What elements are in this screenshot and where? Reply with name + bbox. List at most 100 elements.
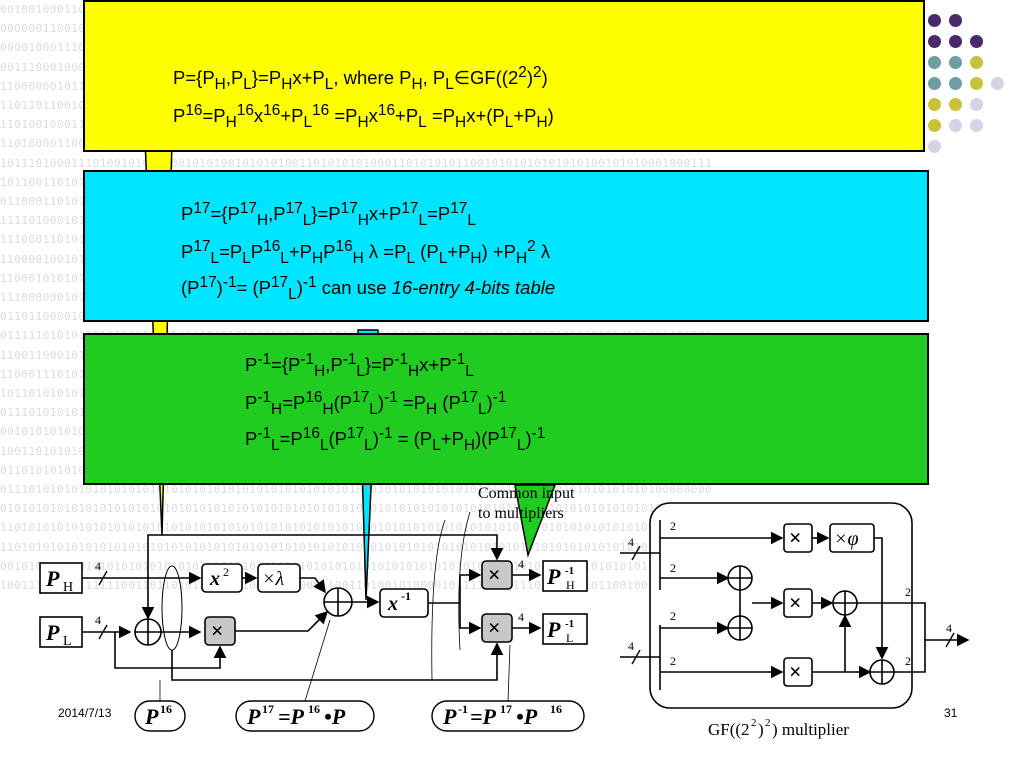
callout-cyan: P17={P17H,P17L}=P17Hx+P17L=P17L P17L=PLP…: [83, 170, 929, 322]
yellow-line-2: P16=PH16x16+PL16 =PHx16+PL =PHx+(PL+PH): [173, 102, 554, 131]
callout-yellow: P={PH,PL}=PHx+PL, where PH, PL∈GF((22)2)…: [83, 0, 925, 152]
footer-date: 2014/7/13: [58, 706, 112, 720]
svg-text:2: 2: [223, 565, 229, 579]
decorative-dot: [949, 56, 962, 69]
decorative-dot: [949, 35, 962, 48]
decorative-dot: [970, 56, 983, 69]
label-p16: P 16: [134, 700, 186, 732]
page-number: 31: [944, 706, 958, 720]
svg-text:16: 16: [308, 702, 320, 716]
green-line-2: P-1H=P16H(P17L)-1 =PH (P17L)-1: [245, 389, 507, 418]
svg-text:×: ×: [488, 562, 501, 587]
label-p17-equation: P 17 =P 16 •P: [235, 700, 375, 732]
gf-multiplier-diagram: 4 4 2 2 2 2 × × × ×φ: [620, 502, 970, 739]
bus-width-ph: 4: [95, 559, 101, 573]
svg-text:P: P: [442, 704, 457, 729]
svg-text:4: 4: [946, 621, 952, 635]
green-callout-pointer: [514, 484, 557, 558]
svg-text:P: P: [546, 617, 561, 642]
decorative-dot-grid: [928, 14, 1018, 164]
output-pil-box: P -1 L: [542, 613, 588, 645]
input-ph-box: P H: [39, 562, 83, 595]
svg-text:2: 2: [670, 654, 676, 668]
output-pih-box: P -1 H: [542, 560, 588, 592]
common-input-label-2: to multipliers: [478, 505, 564, 522]
binary-row: 1011101000111010010101010010101001010101…: [0, 156, 713, 170]
decorative-dot: [949, 119, 962, 132]
input-pl-label: P: [45, 620, 60, 645]
decorative-dot: [970, 77, 983, 90]
binary-row: 1001111000011111100110110101111000100001…: [0, 579, 691, 593]
svg-text:2: 2: [670, 609, 676, 623]
green-line-1: P-1={P-1H,P-1L}=P-1Hx+P-1L: [245, 351, 474, 380]
svg-text:16: 16: [160, 702, 172, 716]
xor-center-adder: [323, 587, 353, 617]
svg-text:=P: =P: [278, 704, 305, 729]
decorative-dot: [991, 77, 1004, 90]
yellow-line-1: P={PH,PL}=PHx+PL, where PH, PL∈GF((22)2): [173, 64, 548, 93]
lambda-scale-block: ×λ: [257, 563, 301, 593]
svg-text:P: P: [546, 564, 561, 589]
svg-text:H: H: [566, 578, 575, 592]
svg-text:×φ: ×φ: [834, 528, 859, 550]
svg-text:): ): [758, 720, 764, 739]
decorative-dot: [928, 140, 941, 153]
cyan-line-3: (P17)-1= (P17L)-1 can use 16-entry 4-bit…: [181, 274, 556, 303]
svg-text:4: 4: [518, 557, 524, 571]
svg-text:P: P: [144, 704, 159, 729]
multiplier-block-out-l: ×: [481, 613, 513, 643]
svg-text:•P: •P: [516, 704, 538, 729]
svg-text:) multiplier: ) multiplier: [772, 720, 849, 739]
decorative-dot: [928, 14, 941, 27]
svg-text:×: ×: [789, 659, 802, 684]
svg-text:P: P: [246, 704, 261, 729]
svg-text:2: 2: [905, 585, 911, 599]
svg-text:×: ×: [789, 525, 802, 550]
decorative-dot: [928, 98, 941, 111]
svg-text:•P: •P: [324, 704, 346, 729]
svg-text:-1: -1: [565, 565, 574, 577]
multiplier-block-out-h: ×: [481, 560, 513, 590]
svg-text:x: x: [387, 593, 398, 615]
input-pl-sub: L: [63, 634, 72, 649]
decorative-dot: [949, 14, 962, 27]
bus-width-pl: 4: [95, 613, 101, 627]
input-pl-box: P L: [39, 616, 83, 649]
svg-text:×: ×: [211, 618, 224, 643]
svg-text:16: 16: [550, 702, 562, 716]
svg-text:×λ: ×λ: [262, 568, 284, 590]
decorative-dot: [928, 119, 941, 132]
svg-text:17: 17: [262, 702, 274, 716]
decorative-dot: [970, 35, 983, 48]
square-block: x 2: [201, 563, 243, 593]
input-ph-label: P: [45, 566, 60, 591]
svg-text:17: 17: [500, 702, 512, 716]
decorative-dot: [928, 35, 941, 48]
svg-text:L: L: [566, 631, 573, 645]
svg-text:-1: -1: [458, 702, 468, 716]
cyan-line-2: P17L=PLP16L+PHP16H λ =PL (PL+PH) +PH2 λ: [181, 238, 551, 267]
xor-input-adder: [134, 618, 162, 646]
svg-text:4: 4: [628, 535, 634, 549]
common-input-label-1: Common input: [478, 485, 575, 502]
svg-text:x: x: [209, 568, 220, 590]
gf-multiplier-title: GF((2: [708, 720, 750, 739]
svg-text:2: 2: [905, 654, 911, 668]
callout-green: P-1={P-1H,P-1L}=P-1Hx+P-1L P-1H=P16H(P17…: [83, 333, 929, 485]
cyan-line-1: P17={P17H,P17L}=P17Hx+P17L=P17L: [181, 200, 476, 229]
svg-text:=P: =P: [470, 704, 497, 729]
svg-text:2: 2: [670, 561, 676, 575]
decorative-dot: [949, 98, 962, 111]
svg-text:-1: -1: [565, 618, 574, 630]
svg-text:4: 4: [628, 639, 634, 653]
svg-text:2: 2: [751, 717, 757, 729]
decorative-dot: [928, 56, 941, 69]
label-pinv-equation: P -1 =P 17 •P 16: [431, 700, 585, 732]
svg-text:2: 2: [765, 717, 771, 729]
multiplier-block-pl: ×: [204, 616, 236, 646]
svg-text:×: ×: [488, 615, 501, 640]
inverse-block: x -1: [379, 588, 429, 618]
decorative-dot: [928, 77, 941, 90]
svg-text:-1: -1: [401, 589, 411, 603]
binary-row: 1101010101010101010101010101010101010101…: [0, 540, 713, 554]
